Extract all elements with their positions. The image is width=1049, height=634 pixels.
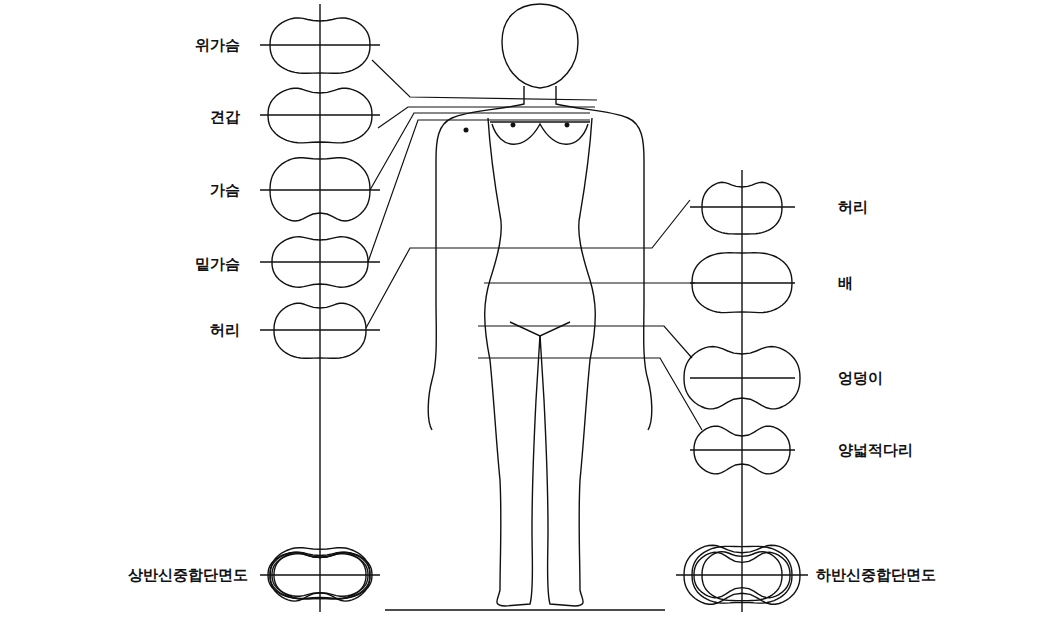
leader-line bbox=[366, 60, 702, 430]
section-axis bbox=[690, 282, 795, 283]
section-axis bbox=[260, 261, 380, 262]
section-axis bbox=[260, 574, 380, 575]
section-axis bbox=[690, 206, 795, 207]
part-label: 배 bbox=[838, 274, 853, 292]
ground-line bbox=[385, 609, 665, 610]
part-label: 밑가슴 bbox=[195, 255, 240, 273]
section-axis bbox=[676, 574, 808, 575]
section-axis bbox=[690, 377, 795, 378]
section-outline bbox=[684, 347, 800, 409]
section-axis bbox=[690, 449, 795, 450]
part-label: 견갑 bbox=[210, 108, 240, 126]
part-label: 엉덩이 bbox=[838, 369, 883, 387]
part-label: 가슴 bbox=[210, 181, 240, 199]
part-label: 양넓적다리 bbox=[838, 441, 913, 459]
section-axis bbox=[260, 329, 380, 330]
section-outline bbox=[274, 303, 366, 358]
figure bbox=[428, 4, 652, 606]
part-label: 상반신중합단면도 bbox=[128, 566, 248, 584]
part-label: 위가슴 bbox=[195, 36, 240, 54]
section-axis bbox=[260, 44, 380, 45]
part-label: 허리 bbox=[838, 198, 868, 216]
section-axis bbox=[260, 114, 380, 115]
section-axis bbox=[260, 189, 380, 190]
cross-section bbox=[260, 18, 808, 604]
part-label: 허리 bbox=[210, 321, 240, 339]
axis-line bbox=[741, 170, 742, 612]
section-outline bbox=[702, 182, 782, 234]
part-label: 하반신중합단면도 bbox=[816, 566, 936, 584]
